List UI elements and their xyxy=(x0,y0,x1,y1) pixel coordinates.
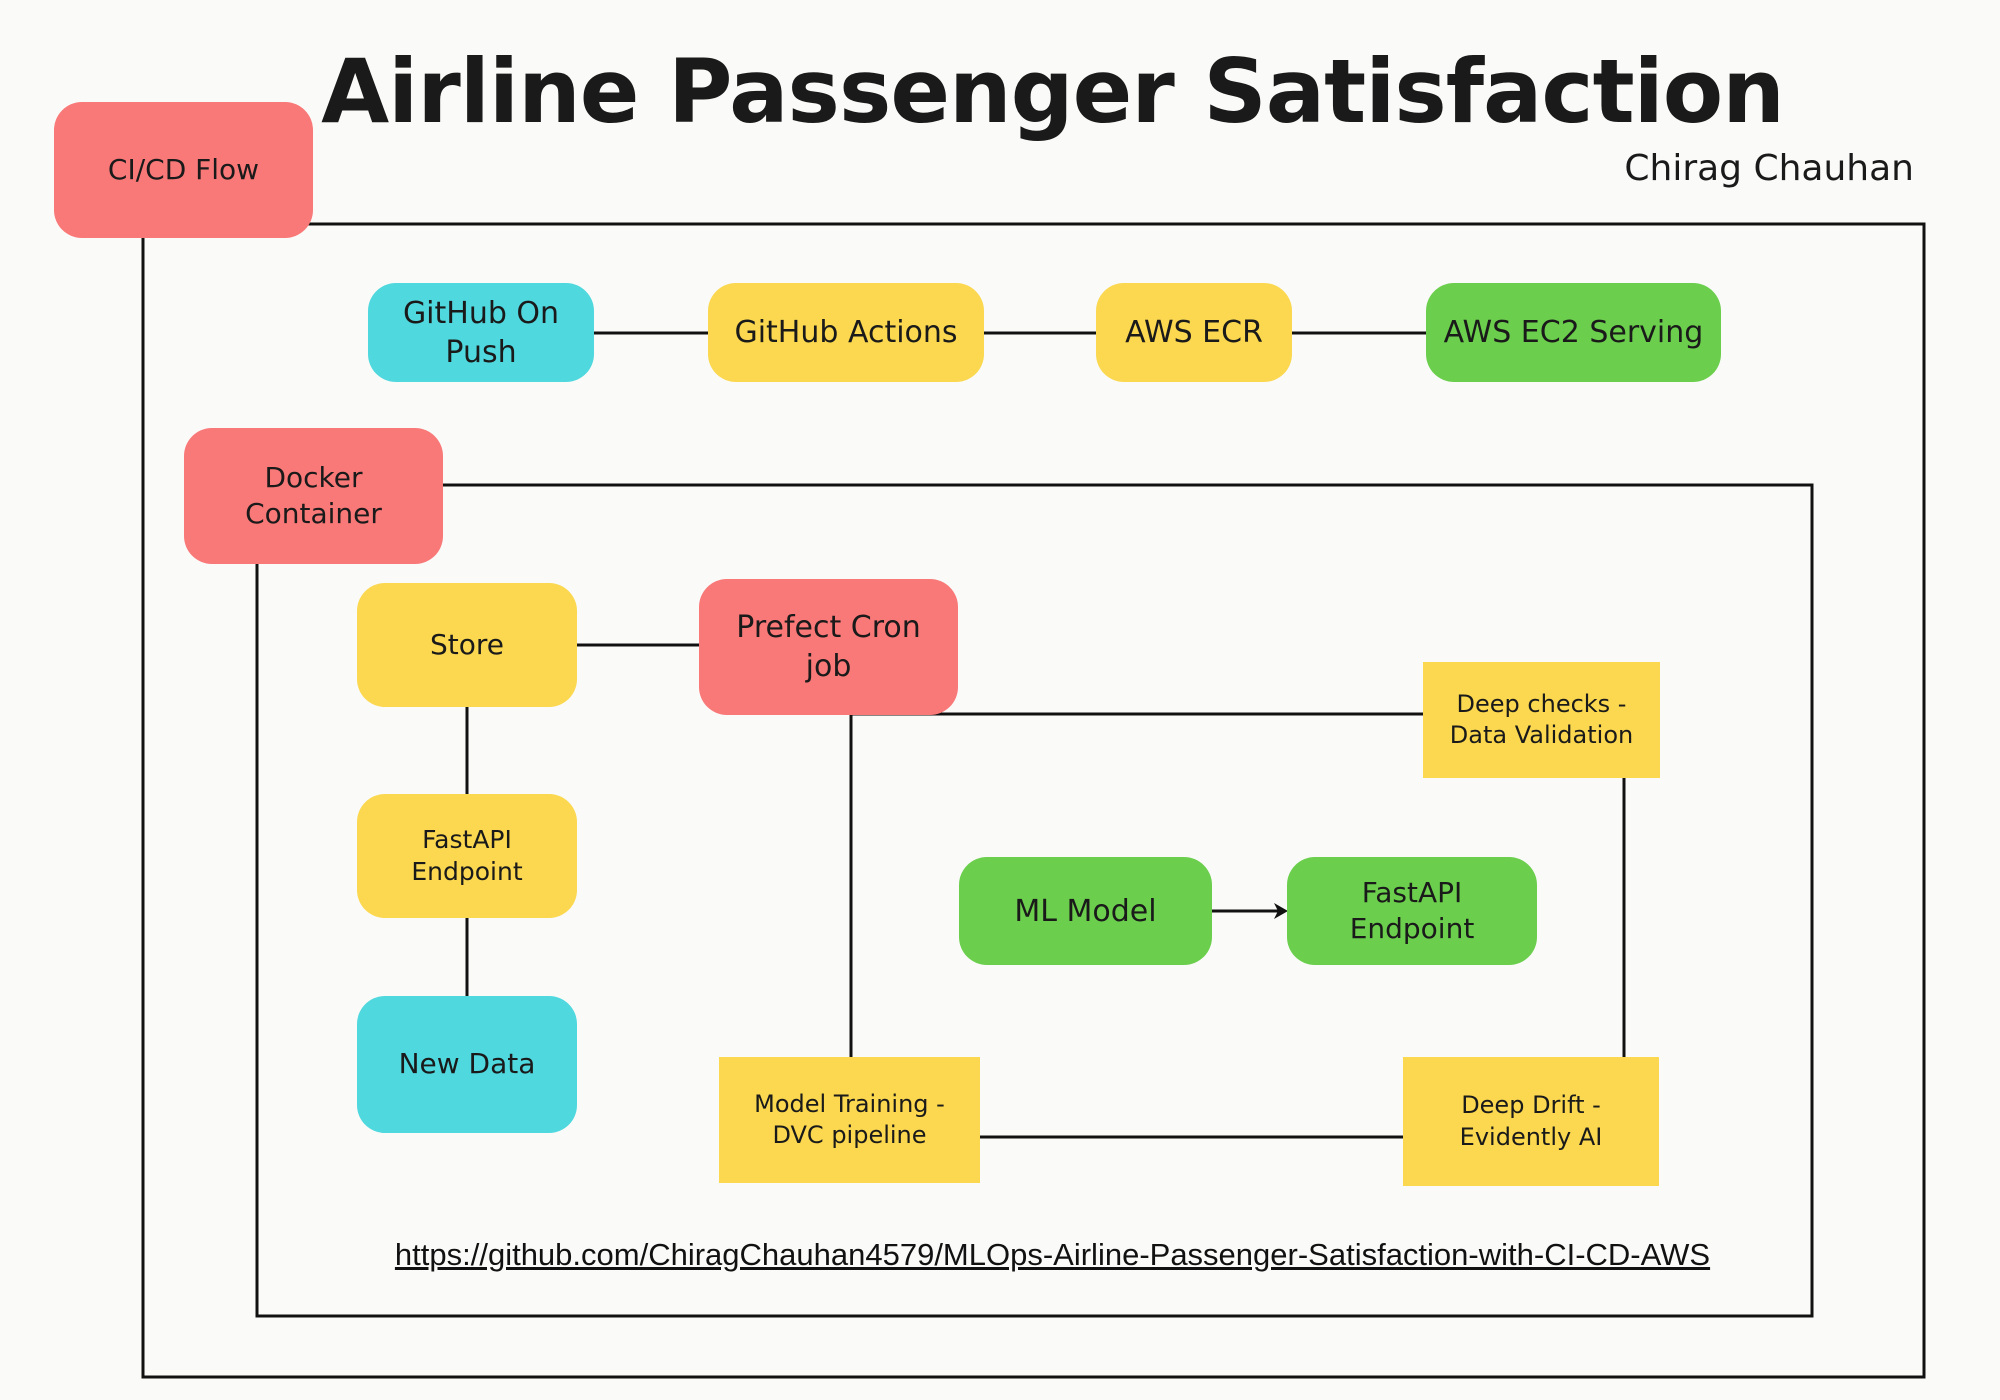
model-training-node: Model Training - DVC pipeline xyxy=(719,1057,980,1183)
cicd-flow-frame xyxy=(141,222,1926,1379)
fastapi-endpoint-right-node: FastAPI Endpoint xyxy=(1287,857,1537,965)
author-name: Chirag Chauhan xyxy=(1624,148,1914,189)
github-actions-node: GitHub Actions xyxy=(708,283,984,382)
prefect-cron-job-node: Prefect Cron job xyxy=(699,579,958,715)
new-data-node: New Data xyxy=(357,996,577,1133)
github-on-push-node: GitHub On Push xyxy=(368,283,594,382)
docker-container-node: Docker Container xyxy=(184,428,443,564)
page-title: Airline Passenger Satisfaction xyxy=(321,40,1785,143)
arrowhead xyxy=(1274,903,1288,919)
cicd-flow-node: CI/CD Flow xyxy=(54,102,313,238)
store-node: Store xyxy=(357,583,577,707)
aws-ecr-node: AWS ECR xyxy=(1096,283,1292,382)
deep-drift-node: Deep Drift - Evidently AI xyxy=(1403,1057,1659,1186)
docker-container-frame xyxy=(255,483,1814,1318)
deep-checks-node: Deep checks - Data Validation xyxy=(1423,662,1660,778)
github-repo-link[interactable]: https://github.com/ChiragChauhan4579/MLO… xyxy=(394,1237,1711,1272)
ml-model-node: ML Model xyxy=(959,857,1212,965)
aws-ec2-serving-node: AWS EC2 Serving xyxy=(1426,283,1721,382)
fastapi-endpoint-left-node: FastAPI Endpoint xyxy=(357,794,577,918)
